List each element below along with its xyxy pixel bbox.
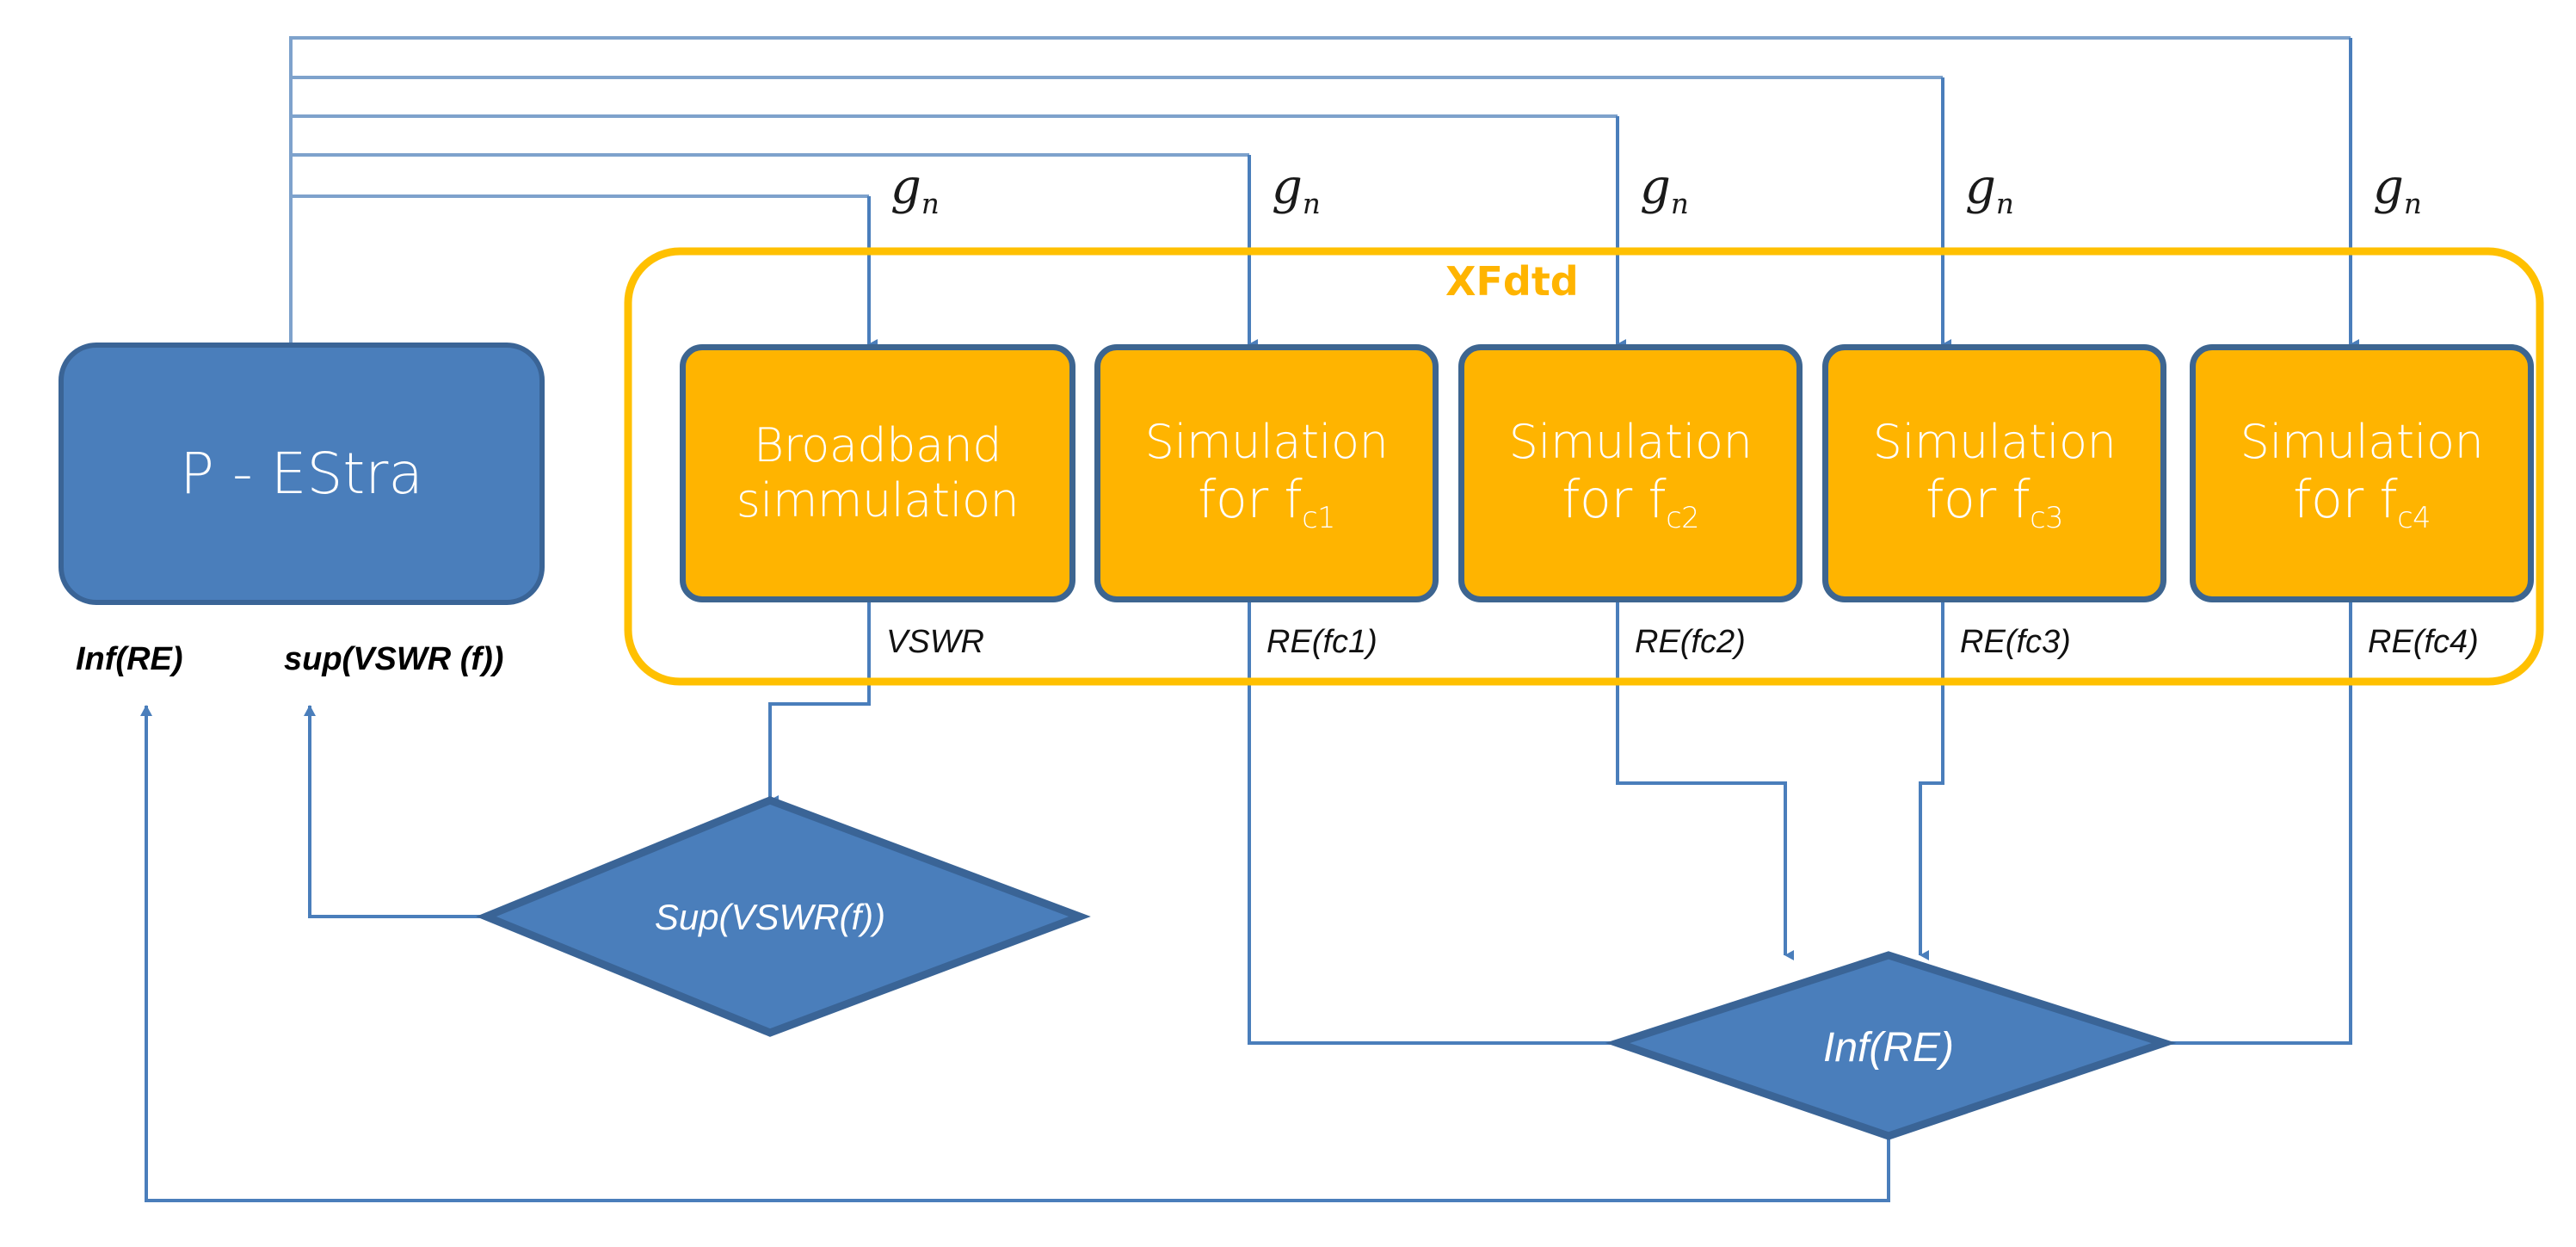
decision-inf-re[interactable] bbox=[1605, 951, 2177, 1140]
sim-output-lines bbox=[768, 602, 2352, 1049]
sim-fc4-line1: Simulation bbox=[2240, 415, 2484, 470]
sim-fc3-line1: Simulation bbox=[1872, 415, 2117, 470]
edge-re-fc1-to-inf bbox=[1248, 602, 1812, 1049]
edge-inf-re-return bbox=[140, 705, 1890, 1202]
sim-fc2-line2: for fc2 bbox=[1562, 470, 1699, 534]
sim-box-fc2[interactable]: Simulation for fc2 bbox=[1458, 344, 1803, 602]
edge-label-vswr: VSWR bbox=[886, 624, 984, 660]
edge-re-fc4-to-inf bbox=[1978, 602, 2352, 1049]
edge-label-re-fc4: RE(fc4) bbox=[2368, 624, 2479, 660]
decision-label-sup-vswr: Sup(VSWR(f)) bbox=[654, 897, 886, 937]
gn-label-fc4: gn bbox=[2373, 159, 2422, 221]
edge-label-re-fc2: RE(fc2) bbox=[1635, 624, 1746, 660]
feedback-bus-lines bbox=[289, 36, 2351, 343]
sim-box-broadband[interactable]: Broadband simmulation bbox=[680, 344, 1075, 602]
edge-re-fc3-to-inf bbox=[1919, 602, 1944, 960]
optimizer-output-sup-vswr: sup(VSWR (f)) bbox=[284, 641, 504, 677]
decision-label-inf-re: Inf(RE) bbox=[1822, 1025, 1954, 1071]
xfdtd-group-label: XFdtd bbox=[1445, 258, 1579, 305]
optimizer-box[interactable]: P - EStra bbox=[59, 343, 545, 605]
return-lines bbox=[140, 705, 1890, 1202]
sim-input-arrows bbox=[867, 38, 2359, 349]
feedback-line-broadband bbox=[289, 194, 869, 343]
edge-vswr-to-sup bbox=[768, 602, 871, 806]
sim-box-fc4[interactable]: Simulation for fc4 bbox=[2190, 344, 2534, 602]
gn-label-fc2: gn bbox=[1640, 159, 1689, 221]
gn-label-broadband: gn bbox=[891, 159, 940, 221]
edge-re-fc2-to-inf bbox=[1616, 602, 1794, 960]
sim-box-fc1[interactable]: Simulation for fc1 bbox=[1094, 344, 1439, 602]
sim-fc1-line2: for fc1 bbox=[1198, 470, 1335, 534]
gn-label-fc1: gn bbox=[1272, 159, 1321, 221]
gn-label-fc3: gn bbox=[1965, 159, 2014, 221]
optimizer-label: P - EStra bbox=[180, 440, 423, 507]
feedback-line-fc4 bbox=[289, 36, 2351, 343]
sim-broadband-line1: Broadband bbox=[753, 418, 1002, 473]
sim-fc3-line2: for fc3 bbox=[1926, 470, 2063, 534]
sim-broadband-line2: simmulation bbox=[736, 473, 1020, 528]
sim-box-fc3[interactable]: Simulation for fc3 bbox=[1822, 344, 2166, 602]
sim-fc4-line2: for fc4 bbox=[2293, 470, 2431, 534]
edge-label-re-fc3: RE(fc3) bbox=[1960, 624, 2071, 660]
decision-sup-vswr[interactable] bbox=[476, 796, 1091, 1037]
sim-fc1-line1: Simulation bbox=[1144, 415, 1389, 470]
edge-label-re-fc1: RE(fc1) bbox=[1266, 624, 1377, 660]
xfdtd-group-outline bbox=[624, 247, 2544, 686]
sim-fc2-line1: Simulation bbox=[1508, 415, 1753, 470]
optimizer-output-inf-re: Inf(RE) bbox=[76, 641, 183, 677]
edge-sup-vswr-return bbox=[304, 705, 486, 918]
feedback-line-fc2 bbox=[289, 114, 1618, 343]
